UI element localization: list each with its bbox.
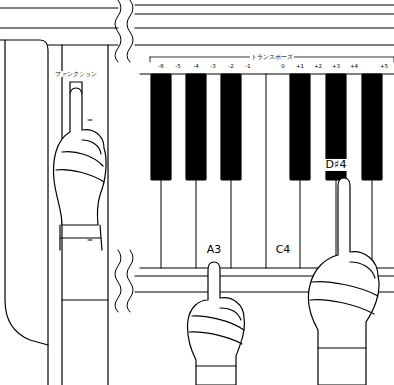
transpose-value: -2 <box>227 63 234 69</box>
transpose-value: +3 <box>331 63 341 69</box>
transpose-value: +4 <box>349 63 359 69</box>
hand-middle <box>187 262 244 385</box>
transpose-value: +1 <box>295 63 305 69</box>
bracket-label: トランスポーズ <box>250 54 294 60</box>
keyboard-frame <box>135 5 394 292</box>
transpose-value: +5 <box>379 63 389 69</box>
transpose-value: -1 <box>244 63 251 69</box>
transpose-value: +2 <box>313 63 323 69</box>
transpose-value: -4 <box>192 63 199 69</box>
break-mark <box>115 0 133 312</box>
key-name: D♯4 <box>325 159 348 171</box>
control-panel <box>0 8 118 385</box>
transpose-value: -6 <box>157 63 164 69</box>
hand-left <box>54 88 107 250</box>
black-keys <box>151 74 382 180</box>
hand-right <box>308 178 379 385</box>
button-label: ファンクション <box>54 71 98 77</box>
key-name: C4 <box>275 244 292 256</box>
transpose-value: -5 <box>174 63 181 69</box>
transpose-value: -3 <box>209 63 216 69</box>
key-name: A3 <box>206 244 223 256</box>
transpose-value: 0 <box>280 63 286 69</box>
